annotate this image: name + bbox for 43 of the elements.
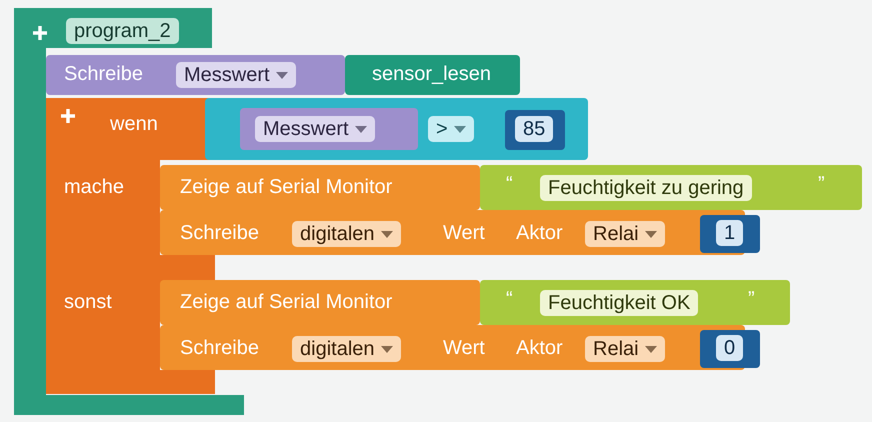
- text-field: 1: [716, 220, 744, 246]
- block-label: Zeige auf Serial Monitor: [180, 175, 392, 199]
- block-label: Zeige auf Serial Monitor: [180, 290, 392, 314]
- text-field: 0: [716, 335, 744, 361]
- block-label: ”: [748, 287, 755, 311]
- block-label: Aktor: [516, 221, 563, 245]
- statement-block: [160, 280, 480, 325]
- statement-block: [46, 55, 345, 95]
- number-block: [700, 215, 760, 253]
- statement-block: [160, 325, 745, 370]
- statement-block: [160, 210, 745, 255]
- variable-block: [240, 108, 418, 150]
- block-label: Schreibe: [180, 336, 259, 360]
- block-label: mache: [64, 175, 124, 199]
- number-block: [505, 110, 565, 150]
- block-label: ”: [818, 172, 825, 196]
- block-label: sensor_lesen: [372, 62, 491, 86]
- dropdown-field: digitalen: [292, 336, 401, 362]
- number-block: [700, 330, 760, 368]
- dropdown-field: Relai: [585, 221, 665, 247]
- string-block: [480, 165, 862, 210]
- block-label: Schreibe: [180, 221, 259, 245]
- text-field: program_2: [66, 18, 179, 44]
- value-block: [345, 55, 520, 95]
- block-label: Schreibe: [64, 62, 143, 86]
- dropdown-field: Relai: [585, 336, 665, 362]
- block-label: sonst: [64, 290, 112, 314]
- block-label: wenn: [110, 112, 158, 136]
- block-label: Aktor: [516, 336, 563, 360]
- dropdown-field: >: [428, 116, 474, 142]
- block-label: Wert: [443, 221, 485, 245]
- string-block: [480, 280, 790, 325]
- text-field: Feuchtigkeit zu gering: [540, 175, 752, 201]
- comparison-block: [205, 98, 588, 160]
- statement-block: [160, 165, 480, 210]
- dropdown-field: digitalen: [292, 221, 401, 247]
- dropdown-field: Messwert: [255, 116, 375, 142]
- block-label: Wert: [443, 336, 485, 360]
- text-field: Feuchtigkeit OK: [540, 290, 698, 316]
- block-label: “: [506, 287, 513, 311]
- block-label: “: [506, 172, 513, 196]
- dropdown-field: Messwert: [176, 62, 296, 88]
- text-field: 85: [515, 116, 554, 142]
